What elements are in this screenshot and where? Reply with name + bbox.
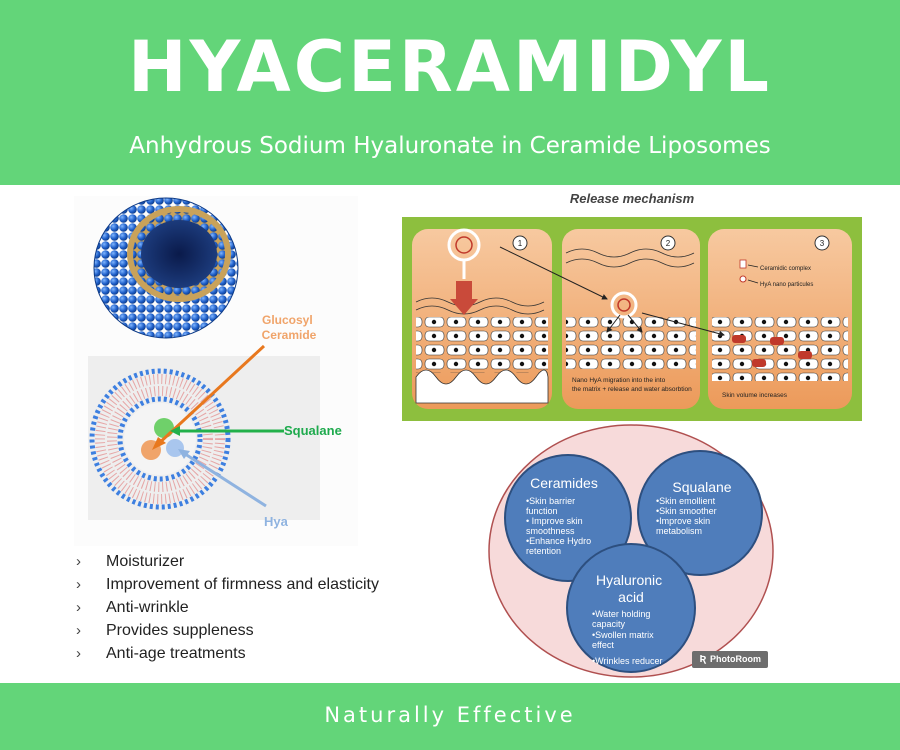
- mechanism-step-1: 1: [412, 228, 552, 409]
- properties-venn-diagram: Ceramides •Skin barrier function • Impro…: [488, 424, 774, 678]
- label-hya: Hya: [264, 514, 289, 529]
- chevron-right-icon: ›: [76, 576, 81, 593]
- label-glucosyl-ceramide: Glucosyl Ceramide: [262, 313, 317, 342]
- ceramides-circle: Ceramides •Skin barrier function • Impro…: [504, 454, 632, 582]
- chevron-right-icon: ›: [76, 599, 81, 616]
- hya-arrow: [181, 450, 267, 508]
- footer-banner: Naturally Effective: [0, 683, 900, 750]
- squalane-title: Squalane: [672, 479, 731, 495]
- ceramides-title: Ceramides: [530, 475, 598, 491]
- release-mechanism-diagram: 1 2 Nano HyA migration into the into the…: [402, 217, 862, 421]
- footer-tagline: Naturally Effective: [324, 703, 576, 727]
- mechanism-step-2: 2 Nano HyA migration into the into the m…: [562, 229, 700, 409]
- chevron-right-icon: ›: [76, 645, 81, 662]
- svg-text:1: 1: [518, 239, 523, 248]
- squalane-circle: Squalane •Skin emollient •Skin smoother …: [637, 450, 763, 576]
- svg-text:3: 3: [820, 239, 825, 248]
- legend-hya-nano-particles: HyA nano particules: [760, 282, 813, 288]
- mechanism-step-3: Ceramidic complex HyA nano particules 3 …: [708, 229, 852, 409]
- chevron-right-icon: ›: [76, 553, 81, 570]
- label-squalane: Squalane: [284, 423, 342, 438]
- list-item: ›Anti-age treatments: [76, 642, 406, 665]
- svg-text:•Skin emollient •Skin sm: •Skin emollient •Skin smoother •Improve …: [656, 496, 719, 536]
- page-title: HYACERAMIDYL: [127, 26, 773, 108]
- chevron-right-icon: ›: [76, 622, 81, 639]
- svg-text:•Water holding capacity: •Water holding capacity •Swollen matrix …: [592, 609, 663, 666]
- list-item: ›Moisturizer: [76, 550, 406, 573]
- header-banner: HYACERAMIDYL Anhydrous Sodium Hyaluronat…: [0, 0, 900, 185]
- mechanism-step-3-caption: Skin volume increases: [722, 392, 788, 399]
- liposome-illustration: Glucosyl Ceramide Squalane Hya: [88, 197, 342, 529]
- hyaluronic-acid-circle: Hyaluronic acid •Water holding capacity …: [566, 543, 696, 673]
- page-subtitle: Anhydrous Sodium Hyaluronate in Ceramide…: [129, 133, 771, 159]
- liposome-sphere: [93, 197, 239, 339]
- list-item: ›Improvement of firmness and elasticity: [76, 573, 406, 596]
- mechanism-step-2-caption: Nano HyA migration into the into the mat…: [572, 377, 692, 393]
- svg-text:2: 2: [666, 239, 671, 248]
- benefits-list: ›Moisturizer ›Improvement of firmness an…: [76, 550, 406, 665]
- list-item: ›Anti-wrinkle: [76, 596, 406, 619]
- photoroom-logo-icon: Ʀ: [699, 654, 707, 665]
- hyaluronic-acid-title: Hyaluronic acid: [596, 572, 666, 605]
- legend-ceramidic-complex: Ceramidic complex: [760, 266, 811, 272]
- release-mechanism-title: Release mechanism: [569, 191, 695, 206]
- svg-text:•Skin barrier function: •Skin barrier function • Improve skin sm…: [526, 496, 594, 556]
- list-item: ›Provides suppleness: [76, 619, 406, 642]
